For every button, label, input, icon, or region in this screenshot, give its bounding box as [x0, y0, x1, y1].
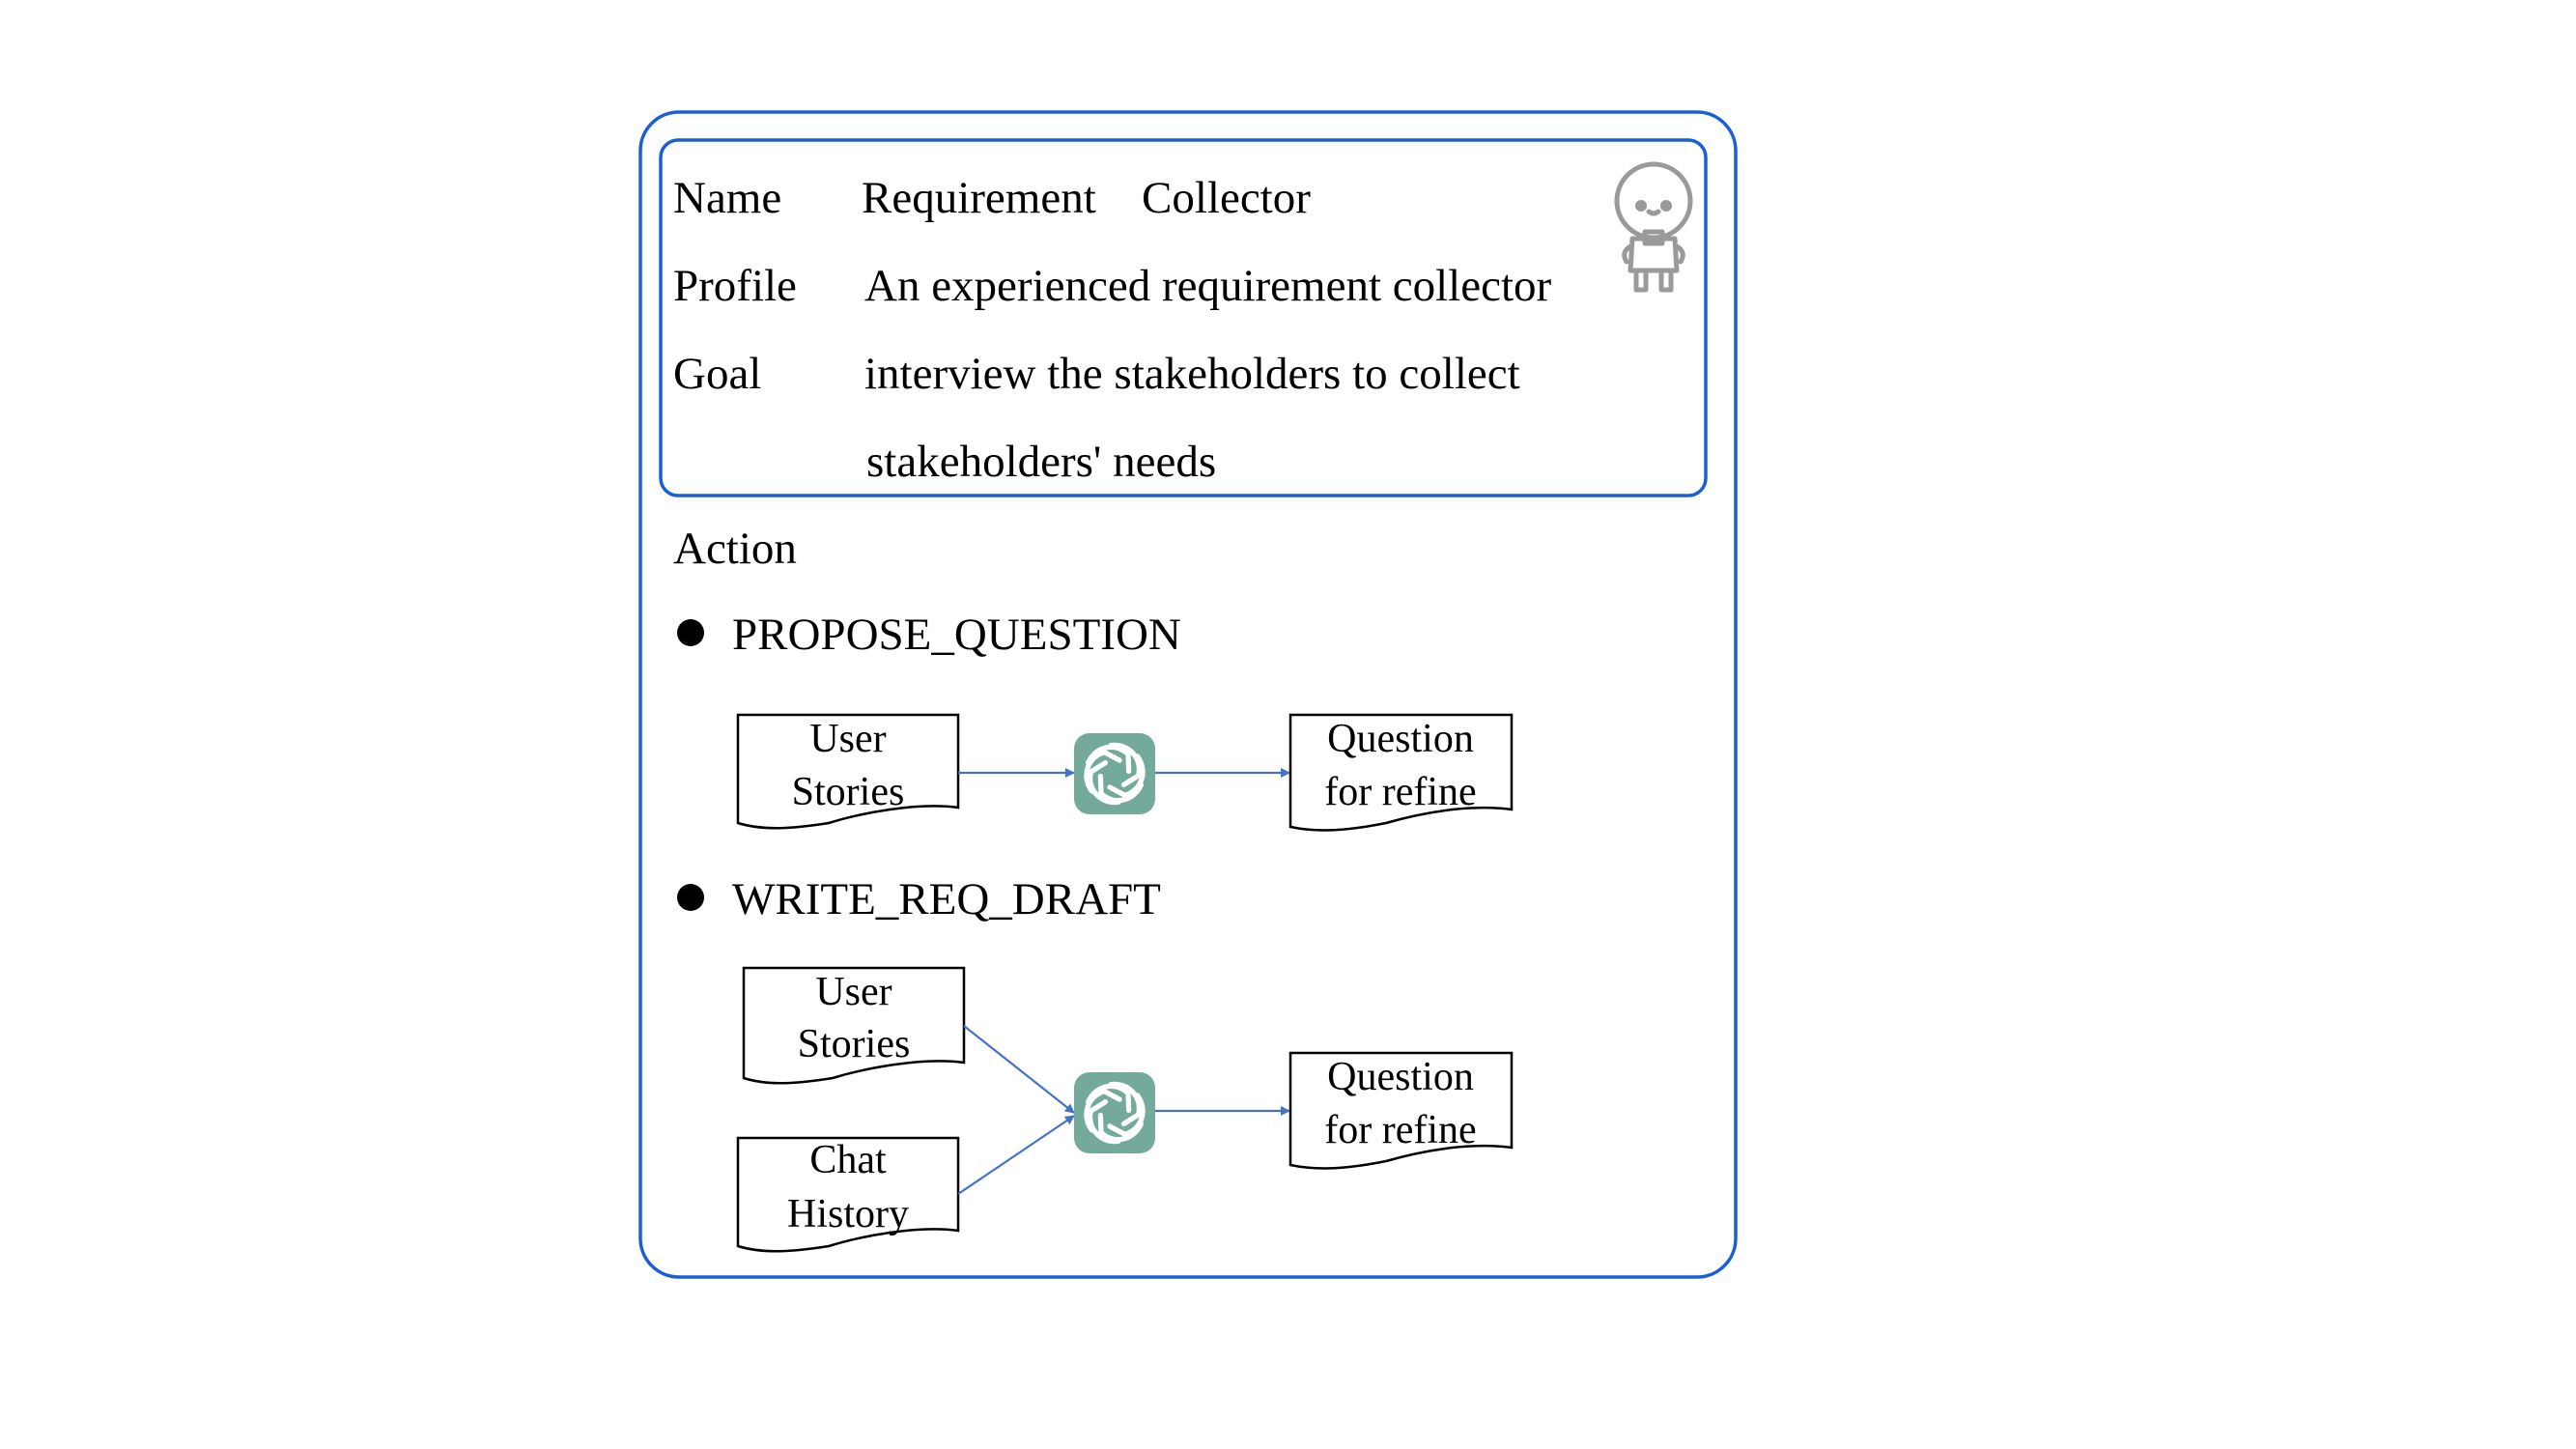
action-heading: Action [673, 524, 797, 574]
goal-value-line1: interview the stakeholders to collect [864, 349, 1520, 399]
doc-user-stories-2-line2: Stories [798, 1022, 911, 1066]
name-value-part2: Collector [1142, 173, 1311, 223]
openai-logo-icon [1074, 733, 1155, 814]
doc-user-stories-2 [742, 966, 966, 1085]
openai-logo-icon [1074, 1072, 1155, 1153]
doc-user-stories-2-line1: User [815, 970, 892, 1014]
name-label: Name [673, 173, 781, 223]
name-value-part1: Requirement [862, 173, 1096, 223]
doc-question-for-refine-1-line1: Question [1327, 717, 1474, 761]
doc-user-stories-1-line2: Stories [792, 770, 905, 814]
doc-chat-history-line1: Chat [809, 1138, 887, 1182]
doc-question-for-refine-2-line2: for refine [1324, 1108, 1476, 1152]
profile-box [659, 138, 1708, 497]
doc-user-stories-1-line1: User [809, 717, 886, 761]
doc-question-for-refine-2-line1: Question [1327, 1055, 1474, 1099]
action-title-write-req-draft: WRITE_REQ_DRAFT [732, 874, 1161, 924]
bullet-propose-question [677, 619, 704, 646]
doc-chat-history-line2: History [787, 1192, 909, 1236]
bullet-write-req-draft [677, 884, 704, 911]
doc-question-for-refine-1-line2: for refine [1324, 770, 1476, 814]
doc-question-for-refine-2 [1288, 1051, 1514, 1170]
robot-avatar-icon [1614, 161, 1693, 293]
doc-user-stories-1 [736, 713, 960, 830]
doc-chat-history [736, 1136, 960, 1253]
action-title-propose-question: PROPOSE_QUESTION [732, 610, 1181, 660]
agent-card-frame [638, 110, 1738, 1279]
profile-label: Profile [673, 261, 797, 311]
profile-value: An experienced requirement collector [864, 261, 1552, 311]
goal-value-line2: stakeholders' needs [866, 437, 1216, 487]
goal-label: Goal [673, 349, 761, 399]
arrow-user-stories-to-llm-2 [963, 1025, 1075, 1114]
arrow-chat-history-to-llm-2 [957, 1115, 1075, 1195]
doc-question-for-refine-1 [1288, 713, 1514, 832]
